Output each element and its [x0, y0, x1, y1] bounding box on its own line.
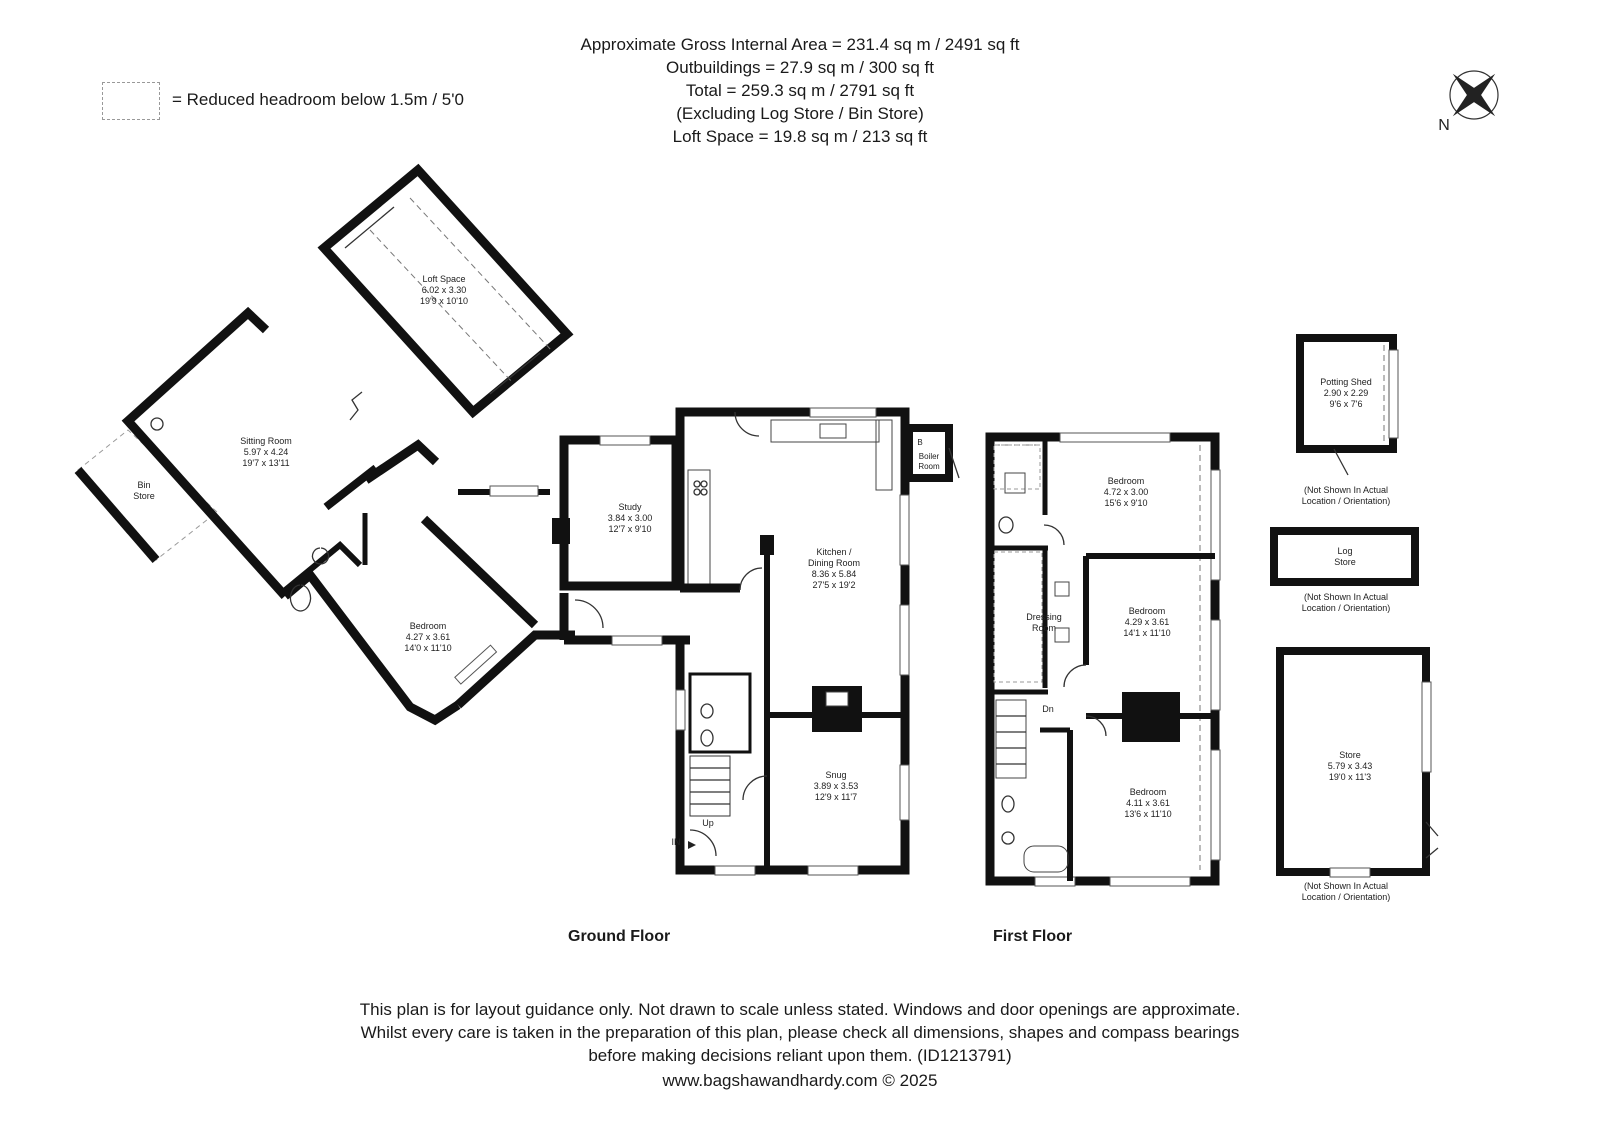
not-shown-note-2b: Location / Orientation) [1302, 603, 1391, 613]
ground-floor-label: Ground Floor [568, 928, 671, 945]
not-shown-note-1b: Location / Orientation) [1302, 496, 1391, 506]
boiler-mark: B [917, 438, 922, 447]
dressing-room-name-2: Room [1032, 623, 1056, 633]
ff-bedroom-2-metric: 4.29 x 3.61 [1125, 617, 1170, 627]
entrance-label: IN [672, 837, 681, 847]
disclaimer-line-1: This plan is for layout guidance only. N… [359, 1000, 1241, 1019]
ff-bedroom-2-imperial: 14'1 x 11'10 [1123, 628, 1170, 638]
area-line-total: Total = 259.3 sq m / 2791 sq ft [685, 81, 915, 100]
stairs-down-label: Dn [1042, 704, 1054, 714]
compass-north-label: N [1438, 117, 1450, 134]
ff-bedroom-1-name: Bedroom [1108, 476, 1145, 486]
not-shown-note-3b: Location / Orientation) [1302, 892, 1391, 902]
area-line-excluding: (Excluding Log Store / Bin Store) [676, 104, 924, 123]
loft-space [317, 163, 574, 419]
potting-shed-metric: 2.90 x 2.29 [1324, 388, 1369, 398]
boiler-room-name-1: Boiler [919, 452, 940, 461]
outbuildings [1270, 334, 1439, 878]
ff-bedroom-3-imperial: 13'6 x 11'10 [1124, 809, 1171, 819]
loft-space-name: Loft Space [422, 274, 465, 284]
bin-store-name-1: Bin [137, 480, 150, 490]
entrance-arrow-icon [688, 841, 696, 849]
first-floor-plan [985, 432, 1221, 887]
not-shown-note-1a: (Not Shown In Actual [1304, 485, 1388, 495]
potting-shed-imperial: 9'6 x 7'6 [1330, 399, 1363, 409]
kitchen-imperial: 27'5 x 19'2 [813, 580, 856, 590]
gf-bedroom-name: Bedroom [410, 621, 447, 631]
boiler-room-name-2: Room [918, 462, 940, 471]
log-store-name-1: Log [1337, 546, 1352, 556]
gf-bedroom-imperial: 14'0 x 11'10 [404, 643, 451, 653]
ff-bedroom-2-name: Bedroom [1129, 606, 1166, 616]
reduced-headroom-swatch [102, 82, 160, 120]
kitchen-name-1: Kitchen / [816, 547, 852, 557]
snug-name: Snug [825, 770, 846, 780]
store-metric: 5.79 x 3.43 [1328, 761, 1373, 771]
area-line-outbuildings: Outbuildings = 27.9 sq m / 300 sq ft [666, 58, 934, 77]
study-name: Study [618, 502, 642, 512]
website-copyright: www.bagshawandhardy.com © 2025 [662, 1071, 938, 1090]
disclaimer-line-3: before making decisions reliant upon the… [588, 1046, 1012, 1065]
ground-floor-plan [74, 306, 960, 876]
legend-text: = Reduced headroom below 1.5m / 5'0 [172, 90, 464, 109]
compass-rose-icon [1449, 70, 1499, 120]
sitting-room-imperial: 19'7 x 13'11 [242, 458, 289, 468]
first-floor-label: First Floor [993, 928, 1073, 945]
ff-bedroom-3-metric: 4.11 x 3.61 [1126, 798, 1170, 808]
snug-metric: 3.89 x 3.53 [814, 781, 859, 791]
not-shown-note-2a: (Not Shown In Actual [1304, 592, 1388, 602]
disclaimer-line-2: Whilst every care is taken in the prepar… [360, 1023, 1240, 1042]
study-metric: 3.84 x 3.00 [608, 513, 653, 523]
ff-bedroom-3-name: Bedroom [1130, 787, 1167, 797]
stairs-up-label: Up [702, 818, 714, 828]
ff-bedroom-1-imperial: 15'6 x 9'10 [1105, 498, 1148, 508]
gf-bedroom-metric: 4.27 x 3.61 [406, 632, 451, 642]
not-shown-note-3a: (Not Shown In Actual [1304, 881, 1388, 891]
log-store-name-2: Store [1334, 557, 1356, 567]
bin-store-name-2: Store [133, 491, 155, 501]
store-imperial: 19'0 x 11'3 [1329, 772, 1371, 782]
loft-space-metric: 6.02 x 3.30 [422, 285, 467, 295]
sitting-room-metric: 5.97 x 4.24 [244, 447, 289, 457]
store-name: Store [1339, 750, 1361, 760]
ff-bedroom-1-metric: 4.72 x 3.00 [1104, 487, 1149, 497]
dressing-room-name-1: Dressing [1026, 612, 1062, 622]
kitchen-name-2: Dining Room [808, 558, 860, 568]
sitting-room-name: Sitting Room [240, 436, 292, 446]
kitchen-metric: 8.36 x 5.84 [812, 569, 857, 579]
snug-imperial: 12'9 x 11'7 [815, 792, 857, 802]
study-imperial: 12'7 x 9'10 [609, 524, 652, 534]
area-line-loft: Loft Space = 19.8 sq m / 213 sq ft [672, 127, 928, 146]
area-line-gross: Approximate Gross Internal Area = 231.4 … [580, 35, 1020, 54]
potting-shed-name: Potting Shed [1320, 377, 1372, 387]
loft-space-imperial: 19'9 x 10'10 [420, 296, 468, 306]
